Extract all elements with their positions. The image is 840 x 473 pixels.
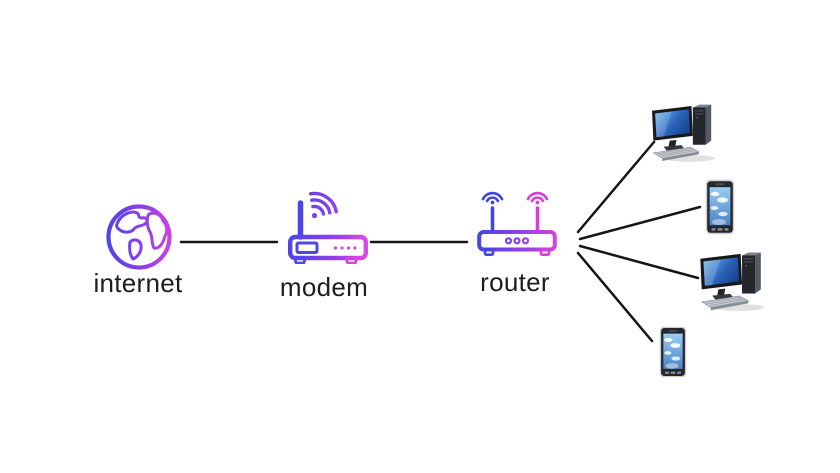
- internet-label: internet: [93, 268, 183, 298]
- router-icon: [477, 191, 557, 256]
- line-router-computer-1: [576, 140, 656, 234]
- line-router-phone-2: [576, 251, 654, 343]
- line-router-computer-2: [578, 244, 700, 280]
- router-node: [477, 189, 557, 259]
- internet-node: [104, 202, 174, 272]
- globe-icon: [106, 204, 172, 270]
- desktop-computer-icon: [652, 104, 715, 162]
- smartphone-icon: [705, 179, 735, 235]
- device-phone-1: [705, 179, 735, 235]
- modem-node: [288, 186, 368, 264]
- smartphone-icon: [659, 326, 687, 378]
- modem-icon: [288, 191, 368, 264]
- device-phone-2: [659, 326, 687, 378]
- modem-label: modem: [279, 272, 369, 302]
- router-label: router: [480, 267, 550, 297]
- device-computer-1: [650, 101, 718, 164]
- desktop-computer-icon: [700, 252, 765, 311]
- line-router-phone-1: [578, 205, 702, 241]
- device-computer-2: [698, 249, 768, 313]
